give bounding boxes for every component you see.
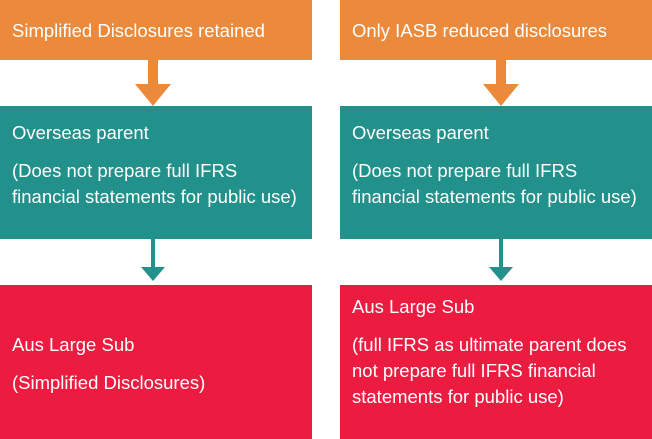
column-1-bottom-box: Aus Large Sub (Simplified Disclosures) [0,285,312,439]
column-1-middle-title: Overseas parent [12,122,149,143]
column-1-middle-box: Overseas parent (Does not prepare full I… [0,106,312,239]
column-1-top-label: Simplified Disclosures retained [12,20,265,41]
column-1-middle-note: (Does not prepare full IFRS financial st… [12,160,297,207]
column-2-top-label: Only IASB reduced disclosures [352,20,608,41]
column-2-bottom-note: (full IFRS as ultimate parent does not p… [352,334,627,407]
column-2-middle-box: Overseas parent (Does not prepare full I… [340,106,652,239]
column-2-middle-title: Overseas parent [352,122,489,143]
arrow-down-icon [489,239,513,281]
column-2-bottom-title: Aus Large Sub [352,296,475,317]
column-1-top-box: Simplified Disclosures retained [0,0,312,60]
column-1-bottom-note: (Simplified Disclosures) [12,372,206,393]
column-2-top-box: Only IASB reduced disclosures [340,0,652,60]
column-2-middle-note: (Does not prepare full IFRS financial st… [352,160,637,207]
column-2-bottom-box: Aus Large Sub (full IFRS as ultimate par… [340,285,652,439]
arrow-down-icon [141,239,165,281]
arrow-down-icon [135,60,171,106]
arrow-down-icon [483,60,519,106]
column-1-bottom-title: Aus Large Sub [12,334,135,355]
